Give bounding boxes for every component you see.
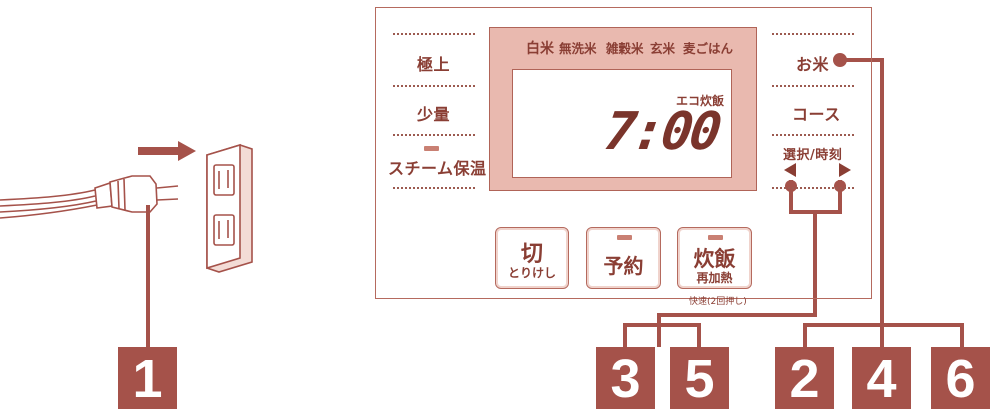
lcd-display [489,27,757,191]
wall-outlet [206,143,253,273]
rice-type-brown: 玄米 [650,41,676,56]
right-arrow-dot [834,180,846,192]
insert-arrow-icon [138,141,196,161]
power-cord [0,189,98,219]
quick-cook-note: 快速(2回押し) [689,297,747,307]
reserve-button-label: 予約 [603,254,644,278]
cancel-button-label: とりけし [507,266,556,280]
power-plug [94,175,179,213]
rice-button[interactable]: お米 [796,55,830,74]
control-panel [375,7,872,299]
rice-button-dot [833,53,847,67]
cook-reheat-button[interactable]: 炊飯 再加熱 [677,227,752,289]
eco-cook-mode: エコ炊飯 [676,94,725,108]
rice-type-white: 白米 [526,41,554,57]
divider [772,134,854,136]
divider [772,33,854,35]
rice-type-barley: 麦ごはん [683,41,734,56]
steam-indicator-lamp [424,146,439,151]
off-cancel-button[interactable]: 切 とりけし [495,227,569,289]
callout-4: 4 [852,347,911,409]
left-arrow-dot [785,180,797,192]
lcd-screen [512,69,732,178]
rice-type-musenmai: 無洗米 [559,41,597,56]
divider [393,187,475,189]
premium-button[interactable]: 極上 [417,55,451,74]
left-arrow-icon [784,163,796,177]
rice-type-multigrain: 雑穀米 [606,41,644,56]
small-amount-button[interactable]: 少量 [417,105,451,124]
reserve-indicator-lamp [617,235,632,240]
callout-6: 6 [931,347,990,409]
right-arrow-icon [839,163,851,177]
callout-5: 5 [670,347,729,409]
off-button-label: 切 [520,242,543,267]
callout-1: 1 [118,347,177,409]
select-time-label: 選択/時刻 [783,148,843,163]
callout-2: 2 [775,347,834,409]
divider [393,33,475,35]
reheat-button-label: 再加熱 [696,271,733,285]
divider [393,85,475,87]
callout-3: 3 [596,347,655,409]
cook-indicator-lamp [708,235,723,240]
reserve-button[interactable]: 予約 [586,227,661,289]
cook-button-label: 炊飯 [693,247,736,271]
divider [772,187,854,189]
course-button[interactable]: コース [792,105,841,124]
steam-keep-warm-button[interactable]: スチーム保温 [388,159,487,178]
divider [393,134,475,136]
divider [772,85,854,87]
clock-readout: 7:00 [600,102,723,162]
